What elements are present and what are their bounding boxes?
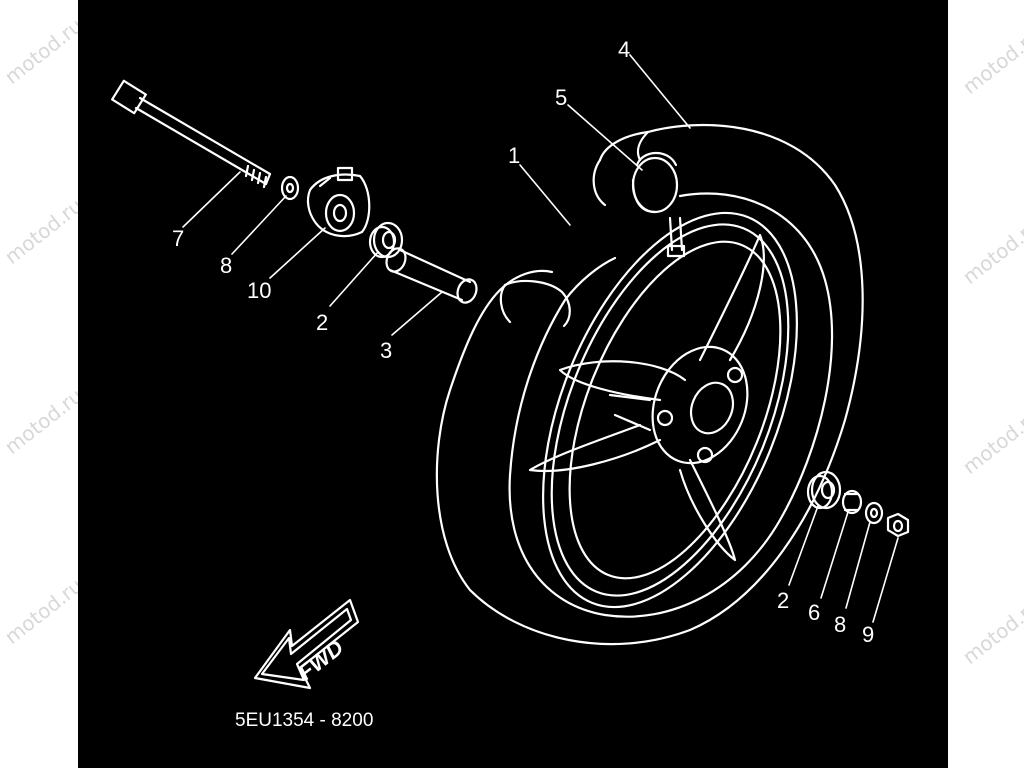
- drawing-code: 5EU1354 - 8200: [235, 710, 373, 731]
- callout-2-right: 2: [777, 588, 789, 613]
- callout-10: 10: [247, 278, 271, 303]
- diagram-background: [78, 0, 948, 768]
- callout-1: 1: [508, 143, 520, 168]
- callout-8-left: 8: [220, 253, 232, 278]
- washer-right: [864, 501, 884, 525]
- callout-6: 6: [808, 600, 820, 625]
- callout-3: 3: [380, 338, 392, 363]
- spacer: [841, 489, 863, 515]
- wheel-rim: [528, 211, 798, 609]
- bearing-left: [368, 221, 404, 259]
- callout-2-left: 2: [316, 310, 328, 335]
- valve: [666, 216, 686, 258]
- cap: [631, 151, 679, 214]
- meter-gear-unit: [306, 166, 371, 238]
- washer-left: [280, 175, 300, 201]
- nut: [886, 512, 910, 538]
- callout-7: 7: [172, 226, 184, 251]
- callout-9: 9: [862, 622, 874, 647]
- callout-4: 4: [618, 37, 630, 62]
- bearing-right: [806, 470, 842, 510]
- tire: [435, 123, 864, 646]
- fwd-arrow: [253, 598, 360, 690]
- callout-8-right: 8: [834, 612, 846, 637]
- callout-5: 5: [555, 85, 567, 110]
- axle-bolt: [111, 79, 272, 189]
- leader-lines: [182, 54, 899, 623]
